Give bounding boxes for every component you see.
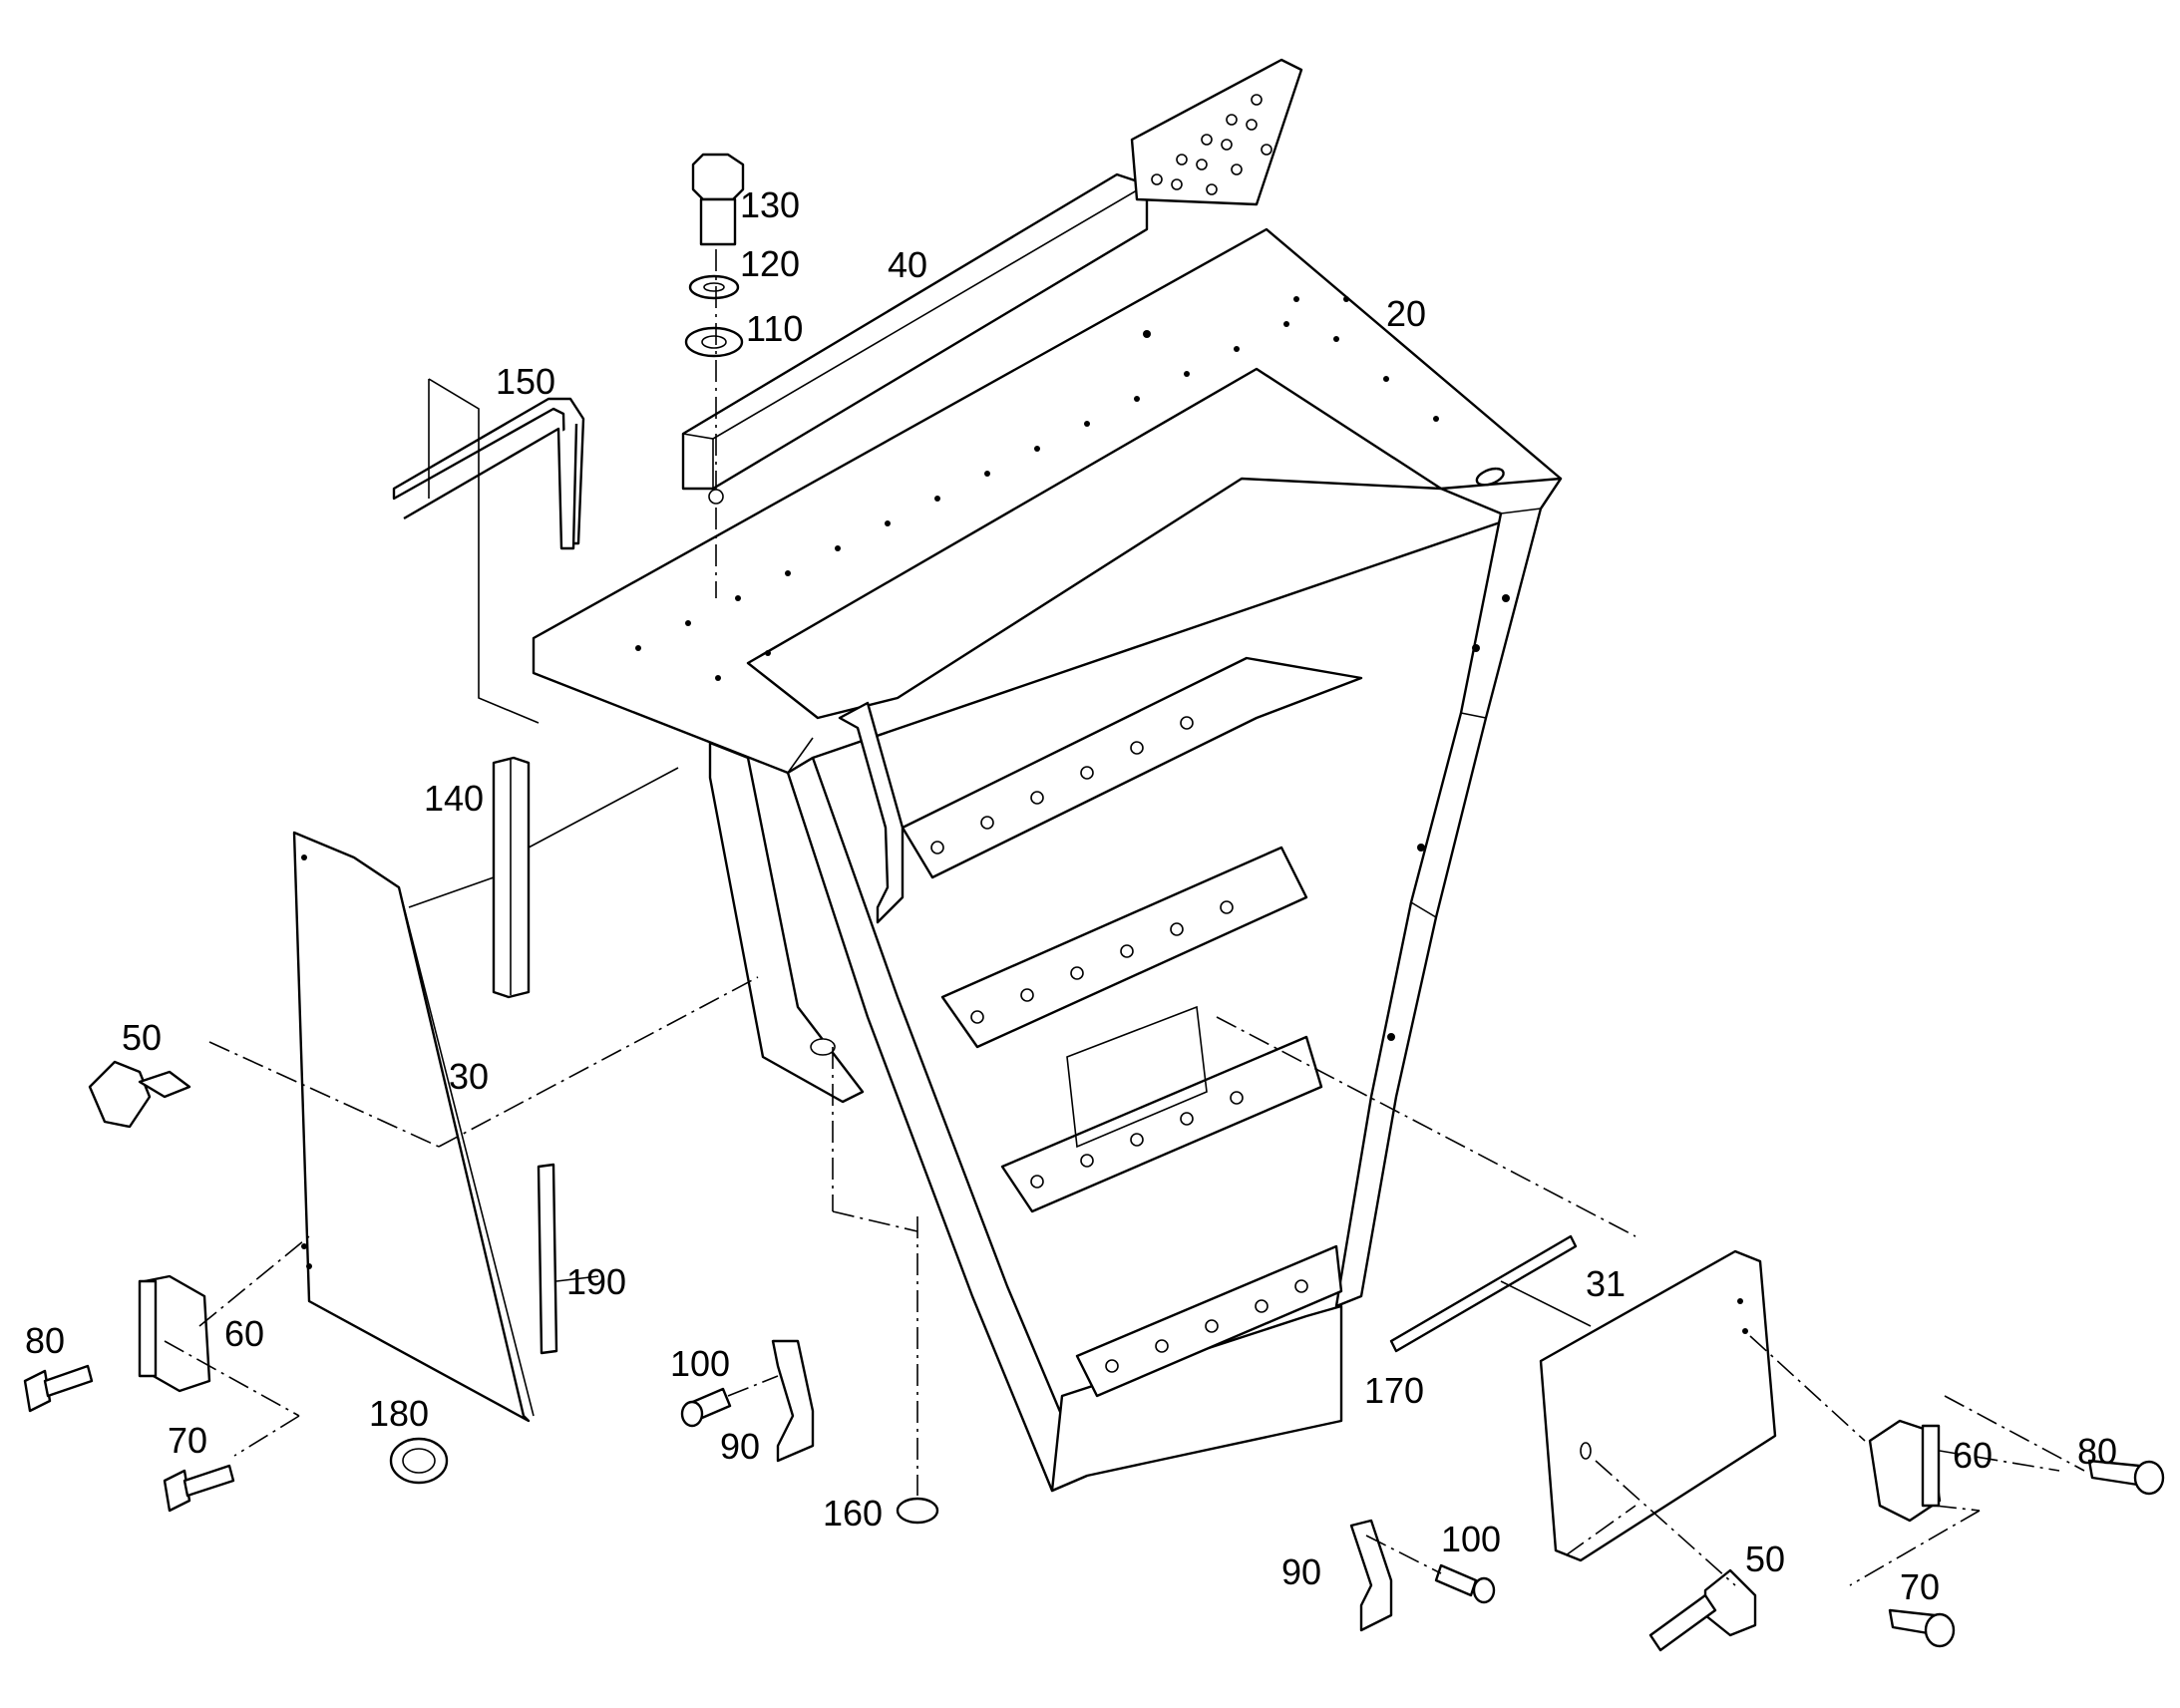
callout-20: 20 [1386, 293, 1426, 334]
strip-part-190 [537, 1163, 599, 1355]
grommet-part-180 [389, 1437, 449, 1485]
callout-100-left: 100 [670, 1343, 730, 1384]
side-panel-part-30 [292, 831, 759, 1423]
callout-140: 140 [424, 778, 484, 819]
channel-part-140 [408, 756, 679, 999]
callout-31: 31 [1586, 1263, 1626, 1304]
callout-30: 30 [449, 1056, 489, 1097]
callout-70-right: 70 [1900, 1566, 1940, 1607]
strip-part-170 [1389, 1234, 1592, 1353]
callout-50-right: 50 [1745, 1538, 1785, 1579]
callout-110: 110 [746, 308, 803, 349]
bracket-part-150 [392, 378, 585, 724]
callout-60-left: 60 [224, 1313, 264, 1354]
callout-170: 170 [1364, 1370, 1424, 1411]
pin-clip-right [1349, 1519, 1496, 1632]
callout-90-left: 90 [720, 1426, 760, 1467]
screws-right [1888, 1459, 2165, 1648]
callout-60-right: 60 [1953, 1435, 1993, 1476]
step-perforations [930, 716, 1308, 1373]
bolt-stack [684, 153, 745, 598]
panel-part-31 [1216, 1016, 1777, 1562]
stair-frame [532, 227, 1563, 1493]
bolt-head-130 [691, 153, 745, 201]
callout-40: 40 [888, 244, 927, 285]
rail-bar-part-40 [681, 58, 1303, 491]
latch-part-50-right [1565, 1460, 1757, 1652]
callout-70-left: 70 [168, 1420, 207, 1461]
callout-180: 180 [369, 1393, 429, 1434]
callout-50-left: 50 [122, 1017, 162, 1058]
cap-part-160 [832, 1047, 939, 1525]
latch-part-50-left [88, 1041, 440, 1148]
callout-120: 120 [740, 243, 800, 284]
callout-190: 190 [566, 1261, 626, 1302]
hinge-part-60-left [138, 1235, 310, 1457]
callout-130: 130 [740, 184, 800, 225]
callout-100-right: 100 [1441, 1519, 1501, 1559]
screws-left [23, 1364, 235, 1513]
callout-150: 150 [496, 361, 555, 402]
callout-160: 160 [823, 1493, 883, 1534]
pin-clip-left [680, 1339, 815, 1463]
callout-80-right: 80 [2077, 1431, 2117, 1472]
callout-labels: 20 30 31 40 50 50 60 60 70 70 80 80 90 9… [25, 184, 2117, 1607]
callout-80-left: 80 [25, 1320, 65, 1361]
platform-perforations [635, 296, 1439, 681]
callout-90-right: 90 [1281, 1551, 1321, 1592]
hinge-part-60-right [1749, 1335, 2085, 1586]
